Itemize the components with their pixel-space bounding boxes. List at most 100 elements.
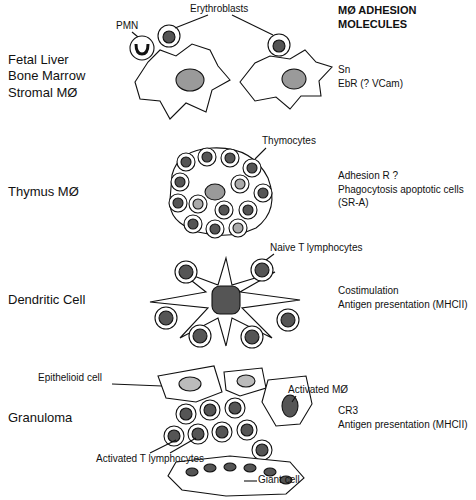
activated-t-group	[164, 398, 272, 460]
thymocyte-nucleus	[181, 157, 191, 167]
thymocyte-nucleus	[258, 188, 268, 198]
naive-t-cell	[277, 309, 299, 331]
erythroblast	[158, 25, 180, 47]
row-label: Dendritic Cell	[8, 292, 85, 308]
leader-line	[232, 15, 273, 35]
t-cell-nucleus	[281, 313, 295, 327]
leader-line	[132, 32, 138, 37]
thymocyte-nucleus	[225, 153, 235, 163]
dendritic-nucleus	[212, 286, 240, 314]
cell-label: Activated T lymphocytes	[96, 453, 204, 466]
cell-label: Naive T lymphocytes	[270, 242, 362, 255]
thymocyte-nucleus	[175, 177, 185, 187]
naive-t-cell	[189, 325, 211, 347]
thymocyte	[198, 148, 216, 166]
thymocyte	[206, 220, 224, 238]
t-cell-nucleus	[192, 428, 204, 440]
leader-line	[112, 384, 162, 386]
naive-t-cell	[251, 259, 273, 281]
thymocyte-nucleus	[193, 199, 203, 209]
giant-cell-nucleus	[244, 464, 256, 472]
t-cell-nucleus	[245, 330, 259, 344]
thymocyte	[184, 215, 202, 233]
t-cell-nucleus	[159, 311, 173, 325]
molecule-label: Phagocytosis apoptotic cells (SR-A)	[338, 184, 476, 209]
epithelioid-nucleus	[179, 377, 201, 391]
column-heading: MØ ADHESION MOLECULES	[338, 4, 433, 32]
thymocyte-nucleus	[219, 205, 229, 215]
erythroblast-nucleus	[163, 31, 175, 43]
naive-t-cell	[241, 326, 263, 348]
leader-line	[292, 396, 296, 402]
activated-macrophage	[262, 376, 312, 426]
t-cell-nucleus	[168, 430, 180, 442]
epithelioid-nucleus	[237, 375, 255, 387]
cell-label: Activated MØ	[288, 384, 348, 397]
leader-line	[255, 148, 266, 159]
leader-line	[244, 480, 257, 481]
epithelioid-cell	[224, 368, 266, 396]
pmn-nucleus	[136, 44, 148, 54]
activated-t-cell	[237, 420, 257, 440]
molecule-label: Antigen presentation (MHCII)	[338, 419, 468, 432]
dendritic-cell	[150, 258, 300, 346]
row-label: Granuloma	[8, 410, 72, 426]
macrophage-nucleus	[282, 395, 298, 417]
lymphocyte-group	[155, 259, 299, 348]
thymocyte	[231, 175, 249, 193]
giant-cell-nucleus	[224, 463, 236, 471]
row-label: Fetal Liver Bone Marrow Stromal MØ	[8, 52, 96, 101]
macrophage-nucleus	[205, 184, 225, 200]
thymocyte-nucleus	[188, 219, 198, 229]
cell-label: Erythroblasts	[190, 3, 248, 16]
molecule-label: EbR (? VCam)	[338, 78, 403, 91]
thymocyte	[177, 153, 195, 171]
cell-label: Epithelioid cell	[38, 372, 102, 385]
molecule-label: CR3	[338, 405, 358, 418]
leader-line	[175, 15, 208, 28]
thymocyte	[169, 194, 187, 212]
giant-cell-nucleus	[204, 464, 216, 472]
leader-line	[266, 254, 274, 260]
macrophage-nucleus	[282, 69, 306, 89]
erythroblast-nucleus	[273, 40, 285, 52]
leader-line	[170, 438, 196, 453]
erythroblast	[268, 34, 290, 56]
stromal-macrophage	[240, 50, 332, 109]
giant-cell-nucleus	[186, 468, 198, 476]
pmn-cell	[130, 36, 154, 60]
thymocyte-nucleus	[243, 205, 253, 215]
thymocyte-group	[169, 148, 272, 238]
t-cell-nucleus	[193, 329, 207, 343]
thymocyte	[189, 195, 207, 213]
thymocyte-nucleus	[173, 198, 183, 208]
naive-t-cell	[175, 261, 197, 283]
naive-t-cell	[155, 307, 177, 329]
thymocyte-nucleus	[235, 179, 245, 189]
epithelioid-cell	[158, 366, 222, 402]
leader-line	[150, 440, 176, 453]
t-cell-nucleus	[241, 424, 253, 436]
thymocyte	[221, 149, 239, 167]
molecule-label: Sn	[338, 64, 350, 77]
activated-t-cell	[252, 440, 272, 460]
molecule-label: Antigen presentation (MHCII)	[338, 299, 468, 312]
macrophage-nucleus	[176, 69, 204, 91]
thymocyte-nucleus	[233, 223, 243, 233]
t-cell-nucleus	[229, 402, 241, 414]
thymocyte	[243, 159, 261, 177]
row-label: Thymus MØ	[8, 184, 79, 200]
thymocyte	[254, 184, 272, 202]
thymocyte	[171, 173, 189, 191]
t-cell-nucleus	[216, 426, 228, 438]
activated-t-cell	[176, 404, 196, 424]
activated-t-cell	[164, 426, 184, 446]
t-cell-nucleus	[204, 404, 216, 416]
t-cell-nucleus	[255, 263, 269, 277]
t-cell-nucleus	[179, 265, 193, 279]
t-cell-nucleus	[256, 444, 268, 456]
activated-t-cell	[212, 422, 232, 442]
cell-label: Thymocytes	[262, 135, 316, 148]
cell-label: Giant cell	[258, 474, 300, 487]
